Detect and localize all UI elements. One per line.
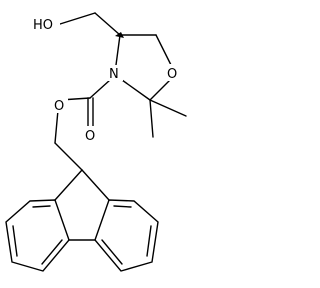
carbonyl-oxygen-label: O [85,129,95,144]
ring-oxygen-label: O [167,67,177,82]
bond-o1-c2 [149,77,173,101]
left-ring-double-2 [41,239,63,265]
bond-c5-o1 [155,34,173,68]
bond-c2-methyl-a [149,99,154,138]
bond-c9-left [54,169,83,201]
left-ring-double-1 [12,225,18,257]
bond-ch2-c9 [54,142,83,171]
bond-c9-right [81,169,110,201]
left-benzene-ring [5,199,70,272]
bond-c2-methyl-b [149,99,187,117]
right-ring-double-3 [113,205,132,208]
bond-ho-ch2 [59,12,96,25]
left-ring-double-3 [32,205,51,208]
hydroxyl-label: HO [33,18,53,33]
bond-ester-o-ch2 [54,109,59,144]
bond-c2-n3 [121,79,151,101]
bond-ch2-c4 [94,12,121,36]
molecule-diagram: HO O N O O [5,12,187,272]
bond-n3-carbonyl [89,79,111,99]
ring-nitrogen-label: N [109,67,119,82]
right-ring-double-1 [146,225,152,257]
structure-canvas: HO O N O O [5,12,187,272]
bond-n3-c4 [115,34,121,66]
right-benzene-ring [94,199,159,272]
right-ring-double-2 [101,239,123,265]
ester-oxygen-label: O [54,99,64,114]
